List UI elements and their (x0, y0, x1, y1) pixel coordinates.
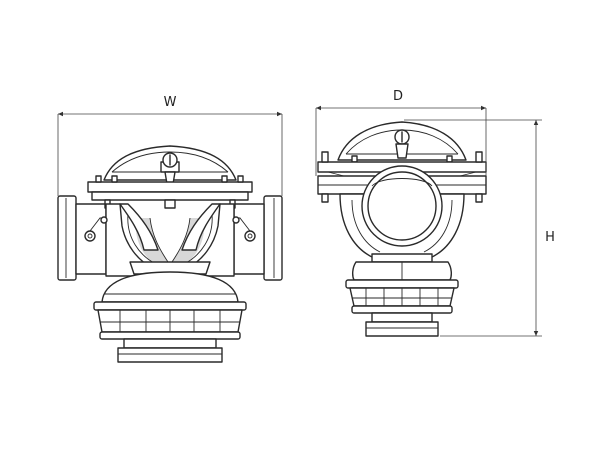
height-dimension: H (404, 119, 555, 337)
front-view (57, 145, 283, 363)
side-dome (337, 121, 467, 163)
depth-label: D (393, 89, 403, 104)
width-dimension: W (57, 95, 283, 196)
height-label: H (545, 230, 555, 245)
front-right-pipe (233, 195, 283, 281)
front-strainer (93, 301, 247, 340)
front-outlet (117, 338, 223, 363)
front-body (84, 203, 256, 277)
side-outlet (365, 312, 439, 337)
front-bowl (101, 261, 239, 303)
front-left-pipe (57, 195, 107, 281)
side-view (317, 121, 487, 337)
depth-dimension: D (315, 89, 487, 176)
width-label: W (164, 95, 177, 110)
side-body (339, 165, 465, 259)
front-flange-plate (87, 175, 253, 209)
side-bowl (351, 253, 453, 281)
front-dome (103, 145, 237, 185)
side-strainer (345, 279, 459, 314)
